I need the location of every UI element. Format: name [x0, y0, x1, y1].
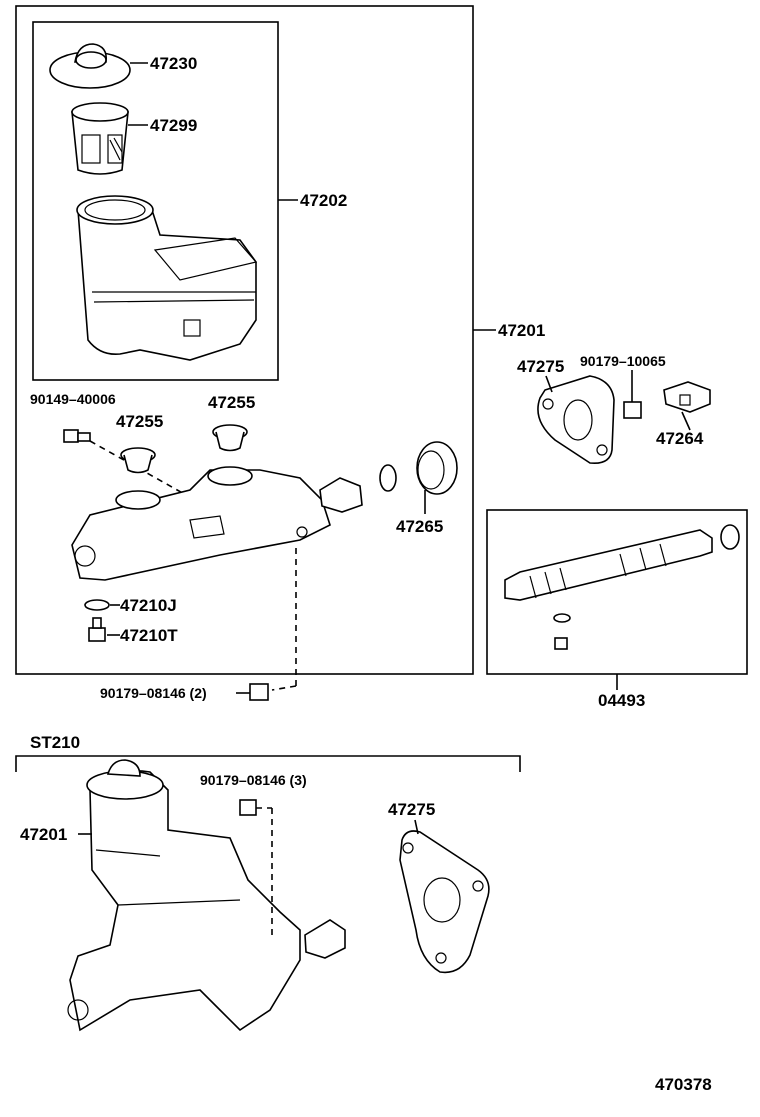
label-47201: 47201 [498, 321, 546, 340]
label-47255-a: 47255 [116, 412, 164, 431]
label-47210J: 47210J [120, 596, 177, 615]
grommet-icon-a [120, 447, 156, 474]
label-47265: 47265 [396, 517, 444, 536]
bolt-icon [63, 429, 91, 443]
label-47201-st210: 47201 [20, 825, 68, 844]
st210-bracket [15, 755, 521, 772]
label-47264: 47264 [656, 429, 704, 448]
nut-icon [249, 683, 269, 701]
grommet-icon-b [212, 424, 248, 452]
assembly-frame-47201 [15, 5, 474, 675]
reservoir-frame-47202 [32, 21, 279, 381]
union-bolt-icon [88, 617, 106, 642]
strainer-icon [71, 102, 129, 175]
piston-kit-icon [504, 524, 740, 650]
label-47275-st210: 47275 [388, 800, 436, 819]
diagram-id: 470378 [655, 1075, 712, 1094]
reservoir-cap-icon [49, 43, 131, 89]
label-04493: 04493 [598, 691, 646, 710]
label-47255-b: 47255 [208, 393, 256, 412]
label-47230: 47230 [150, 54, 198, 73]
master-cylinder-st210-icon [67, 759, 346, 1032]
label-47202: 47202 [300, 191, 348, 210]
seal-icon [379, 441, 458, 495]
label-90179-10065: 90179–10065 [580, 353, 666, 369]
bracket-icon [663, 381, 711, 413]
label-47210T: 47210T [120, 626, 178, 645]
nut-icon-10065 [623, 401, 642, 419]
master-cylinder-icon [71, 466, 363, 581]
nut-icon-st210 [239, 799, 257, 816]
gasket-icon [537, 375, 615, 465]
washer-icon [84, 599, 110, 611]
label-st210: ST210 [30, 733, 81, 752]
label-90179-08146-3: 90179–08146 (3) [200, 772, 307, 788]
label-47299: 47299 [150, 116, 198, 135]
label-90149-40006: 90149–40006 [30, 391, 116, 407]
gasket-icon-st210 [399, 830, 490, 974]
reservoir-icon [76, 195, 258, 361]
label-47275: 47275 [517, 357, 565, 376]
label-90179-08146-2: 90179–08146 (2) [100, 685, 207, 701]
